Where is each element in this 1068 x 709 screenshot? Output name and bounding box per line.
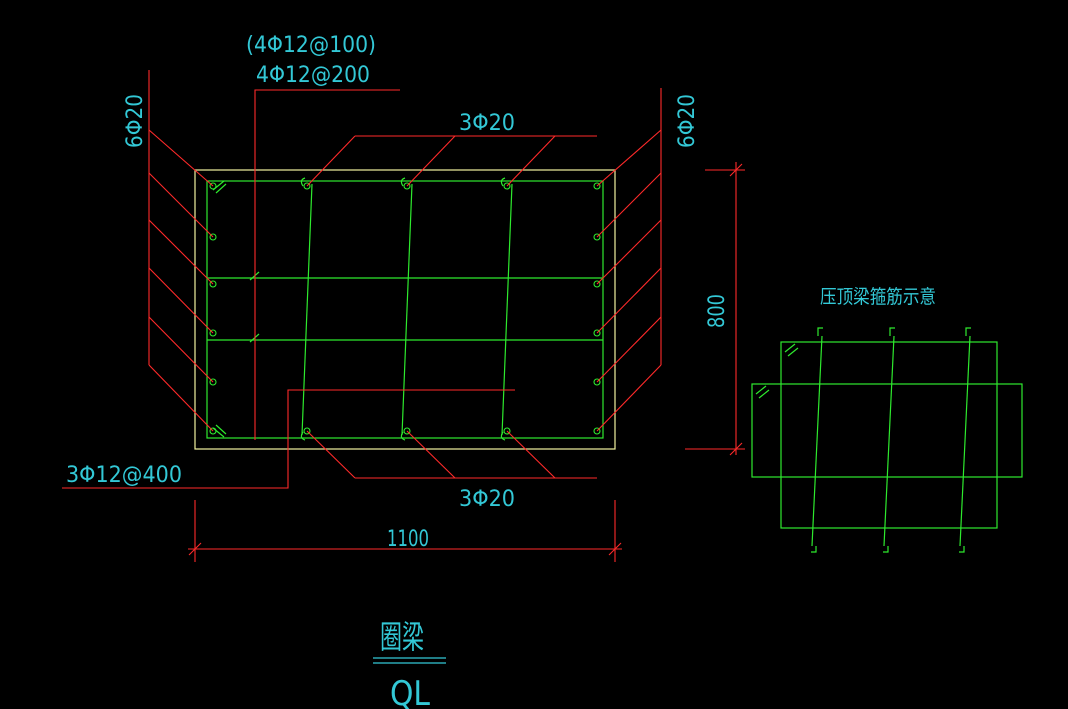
label-bottom-bars: 3Φ20	[459, 487, 515, 512]
label-top-hoop-alt: (4Φ12@100)	[246, 33, 376, 58]
rebar-bottom-1	[303, 427, 311, 435]
rebar-right-1	[593, 233, 601, 241]
rebar-top-1	[303, 182, 311, 190]
rebar-right-4	[593, 378, 601, 386]
label-drawing-code: QL	[390, 674, 430, 709]
rebar-bottom-left	[209, 427, 217, 435]
stirrup-leg-3	[501, 183, 513, 436]
schematic-outer-horizontal	[751, 383, 1023, 478]
stirrup-outline	[206, 180, 604, 439]
label-top-hoop: 4Φ12@200	[256, 63, 370, 88]
label-mid-ties: 3Φ12@400	[66, 463, 182, 488]
label-top-bars: 3Φ20	[459, 111, 515, 136]
label-drawing-title: 圈梁	[380, 618, 424, 656]
label-right-side: 6Φ20	[675, 94, 700, 148]
label-schematic-title: 压顶梁箍筋示意	[820, 286, 936, 308]
rebar-bottom-3	[503, 427, 511, 435]
stirrup-hooks	[212, 177, 506, 441]
stirrup-leg-1	[301, 183, 313, 436]
leader-lines	[62, 70, 662, 489]
rebar-bottom-right	[593, 427, 601, 435]
rebar-top-left	[209, 182, 217, 190]
stirrup-leg-2	[401, 183, 413, 436]
rebar-bars	[209, 182, 601, 435]
rebar-left-1	[209, 233, 217, 241]
leader-top-hoop	[254, 89, 400, 440]
dimension-width	[188, 500, 622, 562]
rebar-left-2	[209, 280, 217, 288]
rebar-right-3	[593, 329, 601, 337]
label-left-side: 6Φ20	[123, 94, 148, 148]
concrete-outline	[194, 169, 616, 450]
title-underlines	[373, 657, 446, 664]
beam-section	[194, 169, 616, 450]
rebar-right-2	[593, 280, 601, 288]
schematic-outer-vertical	[780, 341, 998, 529]
rebar-left-3	[209, 329, 217, 337]
rebar-top-3	[503, 182, 511, 190]
label-height-dim: 800	[705, 294, 730, 328]
dimension-height	[685, 162, 745, 456]
hoop-schematic	[751, 327, 1023, 553]
rebar-top-right	[593, 182, 601, 190]
rebar-bottom-2	[403, 427, 411, 435]
label-width-dim: 1100	[387, 527, 429, 552]
leader-mid-ties	[62, 389, 515, 489]
rebar-top-2	[403, 182, 411, 190]
rebar-left-4	[209, 378, 217, 386]
